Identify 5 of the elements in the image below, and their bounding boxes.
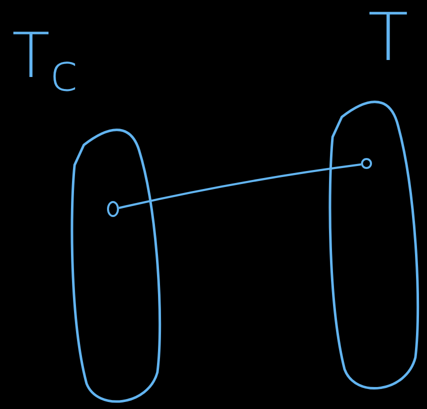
point-marker bbox=[107, 201, 119, 217]
set-label: T$_{c}$ bbox=[12, 25, 78, 100]
point-marker bbox=[361, 158, 372, 169]
set-label: T bbox=[368, 5, 408, 71]
connector-line bbox=[118, 163, 362, 209]
